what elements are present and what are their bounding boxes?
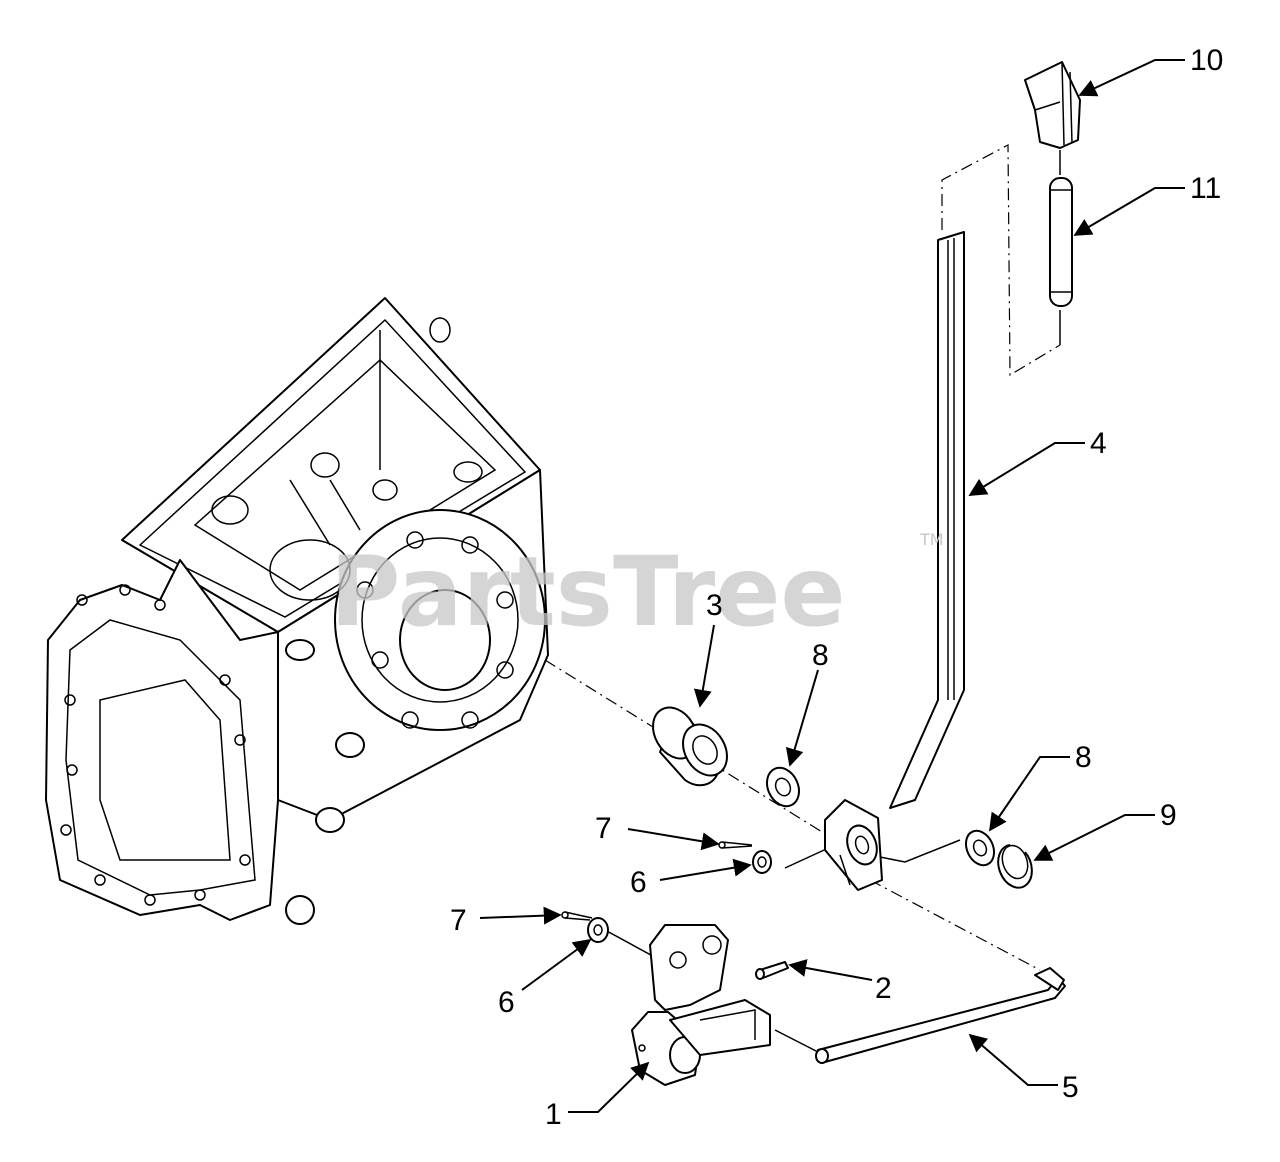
part-1-bracket [631, 924, 771, 1086]
part-9-retaining-ring [997, 844, 1033, 889]
callout-7-upper: 7 [595, 812, 612, 845]
part-8-washer-right [964, 829, 996, 867]
callout-4: 4 [1090, 427, 1107, 460]
part-11-pin [1049, 177, 1073, 307]
callout-9: 9 [1160, 799, 1177, 832]
part-3-bushing [652, 706, 728, 787]
callout-11: 11 [1190, 172, 1221, 205]
part-7-cotter-pin-lower [561, 911, 593, 921]
callout-2: 2 [875, 972, 892, 1005]
watermark: PartsTree TM [330, 530, 944, 648]
part-2-clevis-pin [755, 961, 789, 980]
callout-8-right: 8 [1075, 741, 1092, 774]
callout-8-left: 8 [812, 639, 829, 672]
part-6-washer-upper [752, 850, 772, 874]
callout-leaders [479, 59, 1185, 1113]
watermark-text: PartsTree [330, 536, 845, 648]
callout-labels: 10 11 4 3 8 8 9 7 6 7 6 2 5 1 [450, 44, 1223, 1131]
callout-7-lower: 7 [450, 904, 467, 937]
callout-10: 10 [1190, 44, 1223, 77]
part-5-shift-rod [774, 967, 1066, 1064]
part-6-washer-lower [587, 917, 609, 943]
callout-5: 5 [1062, 1071, 1079, 1104]
part-10-knob [1024, 61, 1081, 149]
callout-6-upper: 6 [630, 866, 647, 899]
part-7-cotter-pin-upper [718, 841, 753, 849]
watermark-trademark: TM [919, 530, 944, 549]
callout-3: 3 [706, 589, 723, 622]
part-4-shift-lever [824, 231, 965, 891]
part-8-washer-left [765, 766, 801, 808]
callout-6-lower: 6 [498, 986, 515, 1019]
callout-1: 1 [545, 1098, 562, 1131]
transmission-housing [45, 297, 549, 925]
